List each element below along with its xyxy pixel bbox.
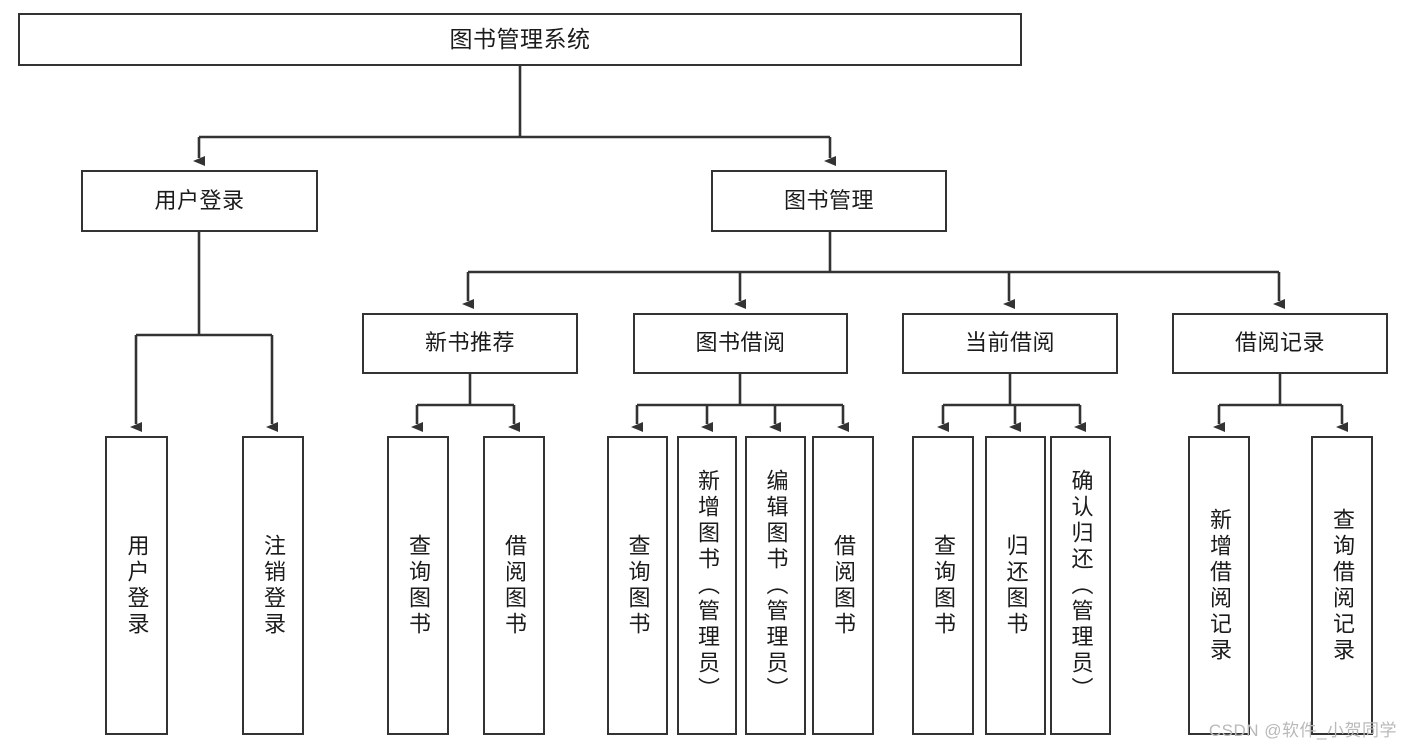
node-leaf-borrow-book-2[interactable]: 借阅图书 [812,436,874,735]
csdn-watermark: CSDN @软件_小贺同学 [1208,721,1397,740]
node-leaf-query-book-2[interactable]: 查询图书 [607,436,668,735]
node-leaf-query-book-3[interactable]: 查询图书 [912,436,974,735]
node-leaf-logout-login-label: 注销登录 [261,533,286,638]
node-borrow-record-label: 借阅记录 [1234,330,1325,356]
node-leaf-logout-login[interactable]: 注销登录 [242,436,304,735]
node-current-borrow-label: 当前借阅 [964,330,1055,356]
node-current-borrow[interactable]: 当前借阅 [902,313,1118,374]
node-book-borrow-label: 图书借阅 [695,330,786,356]
node-leaf-query-book-2-label: 查询图书 [625,533,651,638]
node-book-manage[interactable]: 图书管理 [711,170,947,232]
node-new-book-rec-label: 新书推荐 [424,330,515,356]
node-borrow-record[interactable]: 借阅记录 [1172,313,1388,374]
node-leaf-edit-book-label: 编辑图书（管理员） [763,468,789,703]
node-leaf-user-login-label: 用户登录 [124,533,150,638]
node-leaf-add-book[interactable]: 新增图书（管理员） [677,436,737,735]
node-leaf-query-book-1-label: 查询图书 [406,533,431,638]
node-user-login-label: 用户登录 [154,187,245,213]
node-leaf-borrow-book-2-label: 借阅图书 [831,533,856,638]
node-leaf-borrow-book-1-label: 借阅图书 [502,533,527,638]
node-root-label: 图书管理系统 [449,25,591,52]
node-leaf-query-book-3-label: 查询图书 [931,533,956,638]
node-leaf-query-record[interactable]: 查询借阅记录 [1311,436,1373,735]
node-leaf-query-book-1[interactable]: 查询图书 [387,436,449,735]
node-leaf-return-book[interactable]: 归还图书 [985,436,1046,735]
node-leaf-confirm-return-label: 确认归还（管理员） [1068,468,1094,703]
node-leaf-return-book-label: 归还图书 [1003,533,1029,638]
node-leaf-confirm-return[interactable]: 确认归还（管理员） [1050,436,1111,735]
node-root[interactable]: 图书管理系统 [18,13,1022,66]
node-leaf-borrow-book-1[interactable]: 借阅图书 [483,436,545,735]
node-leaf-user-login[interactable]: 用户登录 [105,436,168,735]
node-book-borrow[interactable]: 图书借阅 [633,313,848,374]
node-leaf-edit-book[interactable]: 编辑图书（管理员） [745,436,806,735]
node-user-login[interactable]: 用户登录 [81,170,318,232]
node-leaf-add-record[interactable]: 新增借阅记录 [1188,436,1250,735]
node-book-manage-label: 图书管理 [783,187,874,213]
node-leaf-query-record-label: 查询借阅记录 [1330,507,1355,664]
node-leaf-add-book-label: 新增图书（管理员） [695,468,720,703]
node-new-book-rec[interactable]: 新书推荐 [362,313,578,374]
node-leaf-add-record-label: 新增借阅记录 [1207,507,1232,664]
